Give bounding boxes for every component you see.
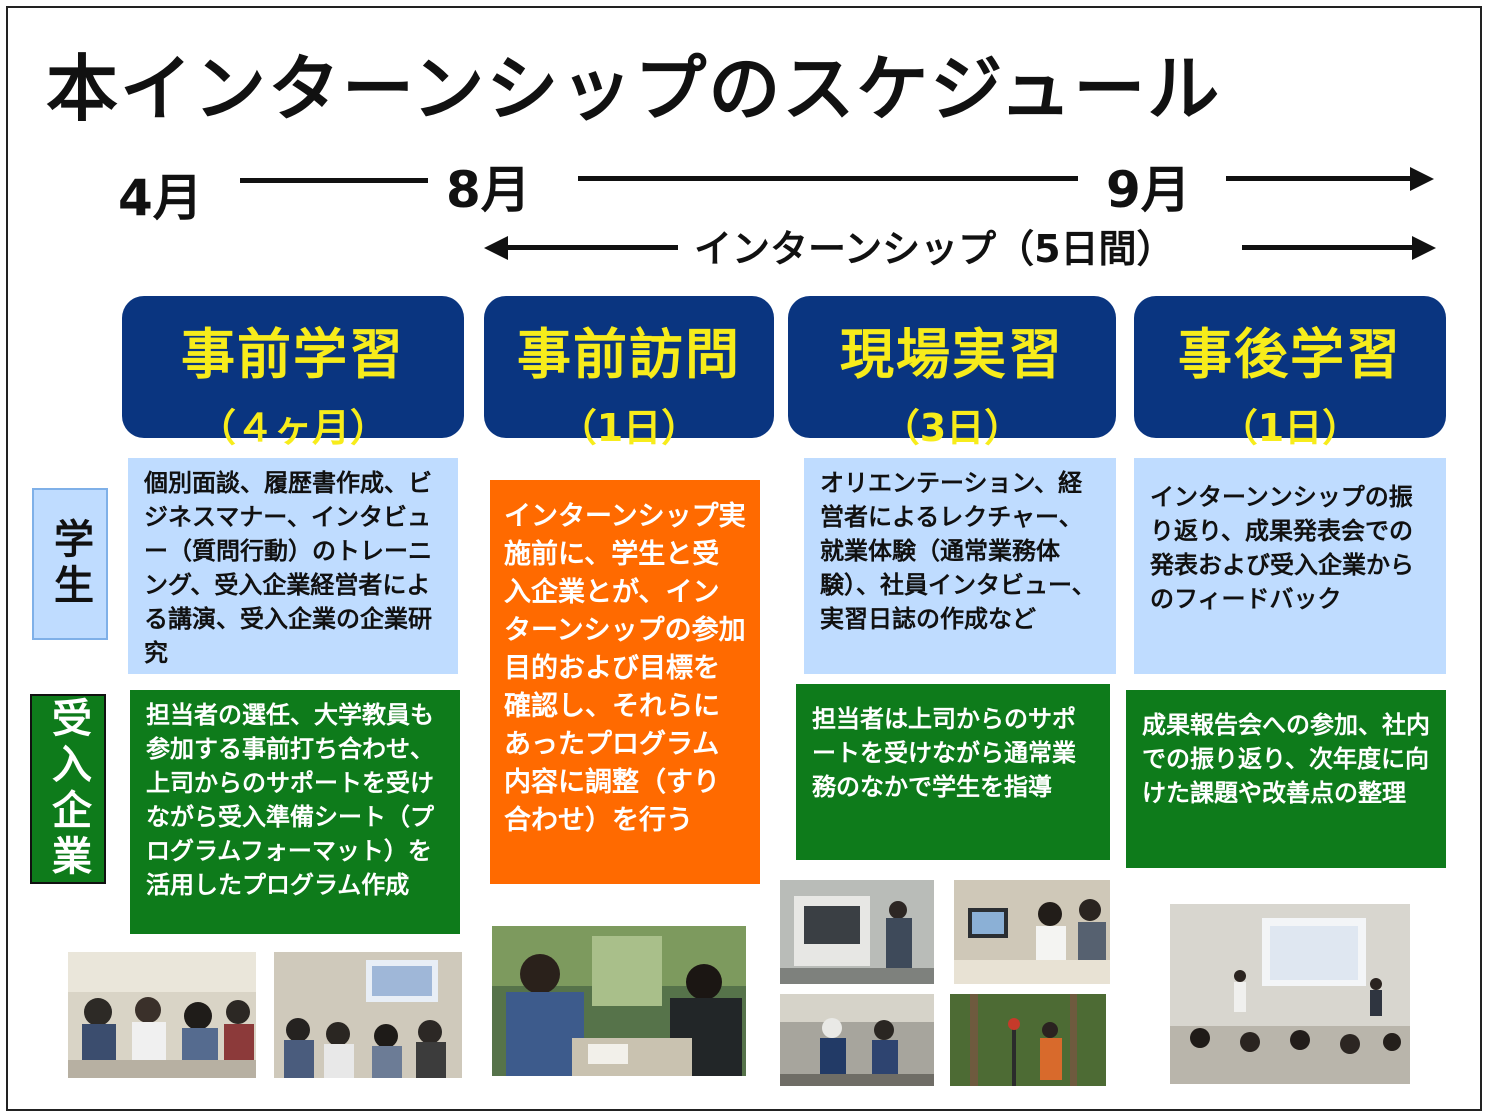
- timeline-line-2: [578, 176, 1078, 181]
- phase-duration: （４ヶ月）: [197, 406, 388, 450]
- month-august: 8月: [446, 161, 531, 219]
- phase-duration: （3日）: [881, 406, 1023, 450]
- page-title: 本インターンシップのスケジュール: [46, 47, 1222, 131]
- timeline-line-1: [240, 178, 428, 183]
- company-post-learning-text: 成果報告会への参加、社内での振り返り、次年度に向けた課題や改善点の整理: [1126, 690, 1446, 868]
- arrow-left-icon: [484, 236, 508, 260]
- company-onsite-text: 担当者は上司からのサポートを受けながら通常業務のなかで学生を指導: [796, 684, 1110, 860]
- phase-pre-learning: 事前学習 （４ヶ月）: [122, 296, 464, 450]
- internship-span-label: インターンシップ（5日間）: [694, 227, 1175, 271]
- student-onsite-text: オリエンテーション、経営者によるレクチャー、就業体験（通常業務体験）、社員インタ…: [804, 458, 1116, 674]
- photo-classroom-1: [68, 952, 256, 1078]
- phase-name: 現場実習: [840, 323, 1064, 386]
- company-pre-learning-text: 担当者の選任、大学教員も参加する事前打ち合わせ、上司からのサポートを受けながら受…: [130, 690, 460, 934]
- pre-visit-text: インターンシップ実施前に、学生と受入企業とが、インターンシップの参加目的および目…: [490, 480, 760, 884]
- phase-name: 事前学習: [181, 323, 405, 386]
- student-pre-learning-text: 個別面談、履歴書作成、ビジネスマナー、インタビュー（質問行動）のトレーニング、受…: [128, 458, 458, 674]
- arrow-right-icon: [1410, 167, 1434, 191]
- row-label-company: 受入企業: [30, 694, 106, 884]
- span-line-left: [506, 245, 678, 250]
- slide-frame: [6, 6, 1482, 1111]
- phase-post-learning: 事後学習 （1日）: [1134, 296, 1446, 450]
- photo-factory-machine: [780, 880, 934, 984]
- photo-classroom-2: [274, 952, 462, 1078]
- photo-forest-survey: [950, 994, 1106, 1086]
- phase-name: 事後学習: [1178, 323, 1402, 386]
- photo-pre-visit-meeting: [492, 926, 746, 1076]
- arrow-right-icon: [1412, 236, 1436, 260]
- phase-onsite-training: 現場実習 （3日）: [788, 296, 1116, 450]
- phase-duration: （1日）: [558, 406, 700, 450]
- span-line-right: [1242, 245, 1414, 250]
- photo-worksite-training: [780, 994, 934, 1086]
- phase-name: 事前訪問: [517, 323, 741, 386]
- row-label-student: 学生: [32, 488, 108, 640]
- timeline-line-3: [1226, 176, 1412, 181]
- month-april: 4月: [118, 169, 203, 227]
- phase-duration: （1日）: [1219, 406, 1361, 450]
- month-september: 9月: [1106, 161, 1191, 219]
- phase-pre-visit: 事前訪問 （1日）: [484, 296, 774, 450]
- student-post-learning-text: インターンンシップの振り返り、成果発表会での発表および受入企業からのフィードバッ…: [1134, 458, 1446, 674]
- photo-results-presentation: [1170, 904, 1410, 1084]
- photo-office-work: [954, 880, 1110, 984]
